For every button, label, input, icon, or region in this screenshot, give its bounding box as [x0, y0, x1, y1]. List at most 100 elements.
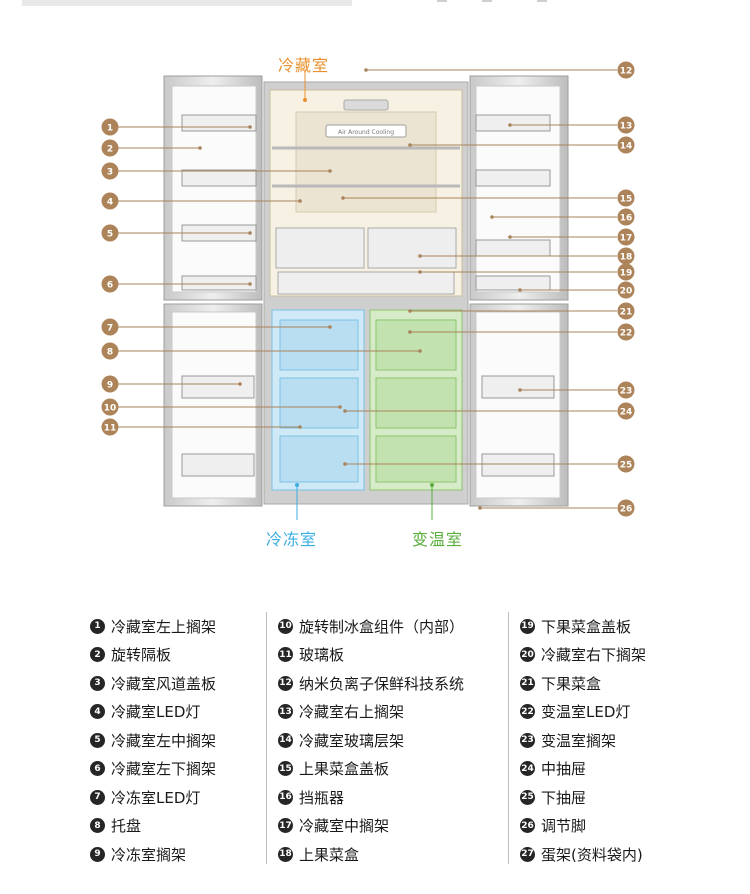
legend-label: 变温室LED灯 — [541, 703, 631, 722]
legend-label: 上果菜盒 — [299, 845, 360, 864]
legend-item: 15 上果菜盒盖板 — [278, 755, 514, 784]
legend-label: 蛋架(资料袋内) — [541, 845, 643, 864]
callout-badge: 10 — [101, 398, 119, 416]
leader-dot — [198, 146, 202, 150]
legend-number-badge: 22 — [520, 704, 535, 720]
callout-badge: 23 — [617, 381, 635, 399]
legend-number-badge: 3 — [90, 675, 105, 691]
legend-number-badge: 18 — [278, 846, 293, 862]
callout-badge: 26 — [617, 499, 635, 517]
callout-number: 16 — [620, 214, 633, 224]
right-lower-door — [469, 303, 569, 507]
callout-badge: 3 — [101, 162, 119, 180]
legend-item: 10 旋转制冰盒组件（内部） — [278, 612, 514, 641]
leader-dot — [408, 143, 412, 147]
legend-item: 18 上果菜盒 — [278, 840, 514, 869]
legend-number-badge: 8 — [90, 818, 105, 834]
callout-number: 14 — [620, 142, 633, 152]
callout-number: 2 — [107, 145, 113, 155]
legend-label: 上果菜盒盖板 — [299, 760, 390, 779]
legend-number-badge: 24 — [520, 761, 535, 777]
callout-badge: 1 — [101, 118, 119, 136]
callout-number: 15 — [620, 195, 633, 205]
legend-number-badge: 4 — [90, 704, 105, 720]
legend-label: 冷藏室左下搁架 — [111, 760, 217, 779]
legend-item: 22 变温室LED灯 — [520, 698, 695, 727]
legend-label: 纳米负离子保鲜科技系统 — [299, 674, 465, 693]
callout-badge: 4 — [101, 192, 119, 210]
leader-dot — [418, 349, 422, 353]
callout-number: 13 — [620, 122, 633, 132]
leader-dot — [298, 425, 302, 429]
legend-item: 14 冷藏室玻璃层架 — [278, 726, 514, 755]
legend-item: 3 冷藏室风道盖板 — [90, 669, 265, 698]
right-upper-door — [469, 75, 569, 301]
callout-badge: 15 — [617, 189, 635, 207]
leader-dot — [341, 196, 345, 200]
callout-number: 19 — [620, 269, 633, 279]
callout-number: 12 — [620, 67, 633, 77]
legend-label: 旋转隔板 — [111, 646, 172, 665]
legend-label: 托盘 — [111, 817, 142, 836]
legend-number-badge: 14 — [278, 732, 293, 748]
legend-label: 下抽屉 — [541, 788, 587, 807]
callout-badge: 19 — [617, 263, 635, 281]
callout-number: 22 — [620, 329, 633, 339]
leader-dot — [478, 506, 482, 510]
callout-number: 25 — [620, 461, 633, 471]
callout-number: 3 — [107, 168, 113, 178]
callout-badge: 22 — [617, 323, 635, 341]
leader-dot — [328, 169, 332, 173]
callout-number: 18 — [620, 253, 633, 263]
legend-label: 冷藏室中搁架 — [299, 817, 390, 836]
legend-label: 冷藏室玻璃层架 — [299, 731, 405, 750]
callout-number: 26 — [620, 505, 633, 515]
legend-number-badge: 10 — [278, 618, 293, 634]
leader-dot — [408, 330, 412, 334]
callout-number: 21 — [620, 308, 633, 318]
legend-label: 玻璃板 — [299, 646, 345, 665]
callout-number: 8 — [107, 348, 113, 358]
zone-label-freezer: 冷冻室 — [266, 530, 318, 549]
leader-dot — [418, 254, 422, 258]
legend-item: 11 玻璃板 — [278, 641, 514, 670]
leader-dot — [343, 409, 347, 413]
callout-badge: 5 — [101, 224, 119, 242]
leader-dot — [364, 68, 368, 72]
leader-dot — [328, 325, 332, 329]
zone-label-fridge: 冷藏室 — [278, 56, 330, 75]
legend-label: 旋转制冰盒组件（内部） — [299, 617, 465, 636]
legend-label: 冷藏室右上搁架 — [299, 703, 405, 722]
leader-dot — [238, 382, 242, 386]
legend-number-badge: 26 — [520, 818, 535, 834]
callout-badge: 7 — [101, 318, 119, 336]
callout-badge: 11 — [101, 418, 119, 436]
callout-badge: 2 — [101, 139, 119, 157]
callout-badge: 6 — [101, 275, 119, 293]
legend-label: 冷冻室搁架 — [111, 845, 187, 864]
callout-badge: 16 — [617, 208, 635, 226]
legend-divider — [266, 612, 267, 864]
legend-number-badge: 19 — [520, 618, 535, 634]
legend-label: 下果菜盒 — [541, 674, 602, 693]
legend-number-badge: 15 — [278, 761, 293, 777]
legend-label: 挡瓶器 — [299, 788, 345, 807]
legend-number-badge: 7 — [90, 789, 105, 805]
legend-number-badge: 12 — [278, 675, 293, 691]
callout-number: 23 — [620, 387, 633, 397]
legend-number-badge: 11 — [278, 647, 293, 663]
legend-label: 冷藏室风道盖板 — [111, 674, 217, 693]
callout-number: 7 — [107, 324, 113, 334]
